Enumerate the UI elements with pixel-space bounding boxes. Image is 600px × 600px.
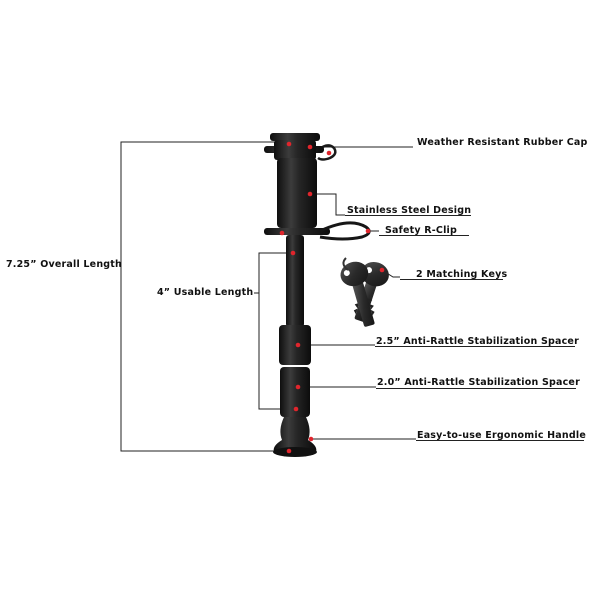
marker-cap-left [286, 141, 292, 147]
callout-markers [279, 141, 385, 454]
label-keys: 2 Matching Keys [416, 269, 508, 280]
marker-cap-right [307, 144, 313, 150]
marker-cap-ring [326, 150, 332, 156]
marker-r-clip-left [279, 230, 285, 236]
label-usable-length: 4” Usable Length [157, 287, 254, 298]
label-r-clip: Safety R-Clip [385, 225, 458, 236]
leader-stainless [310, 193, 345, 216]
underline-spacer-25 [375, 346, 575, 347]
marker-keys [379, 267, 385, 273]
marker-handle-base [286, 448, 292, 454]
label-overall-length: 7.25” Overall Length [6, 259, 122, 270]
marker-handle [308, 436, 314, 442]
marker-stainless [307, 191, 313, 197]
underline-handle [416, 440, 584, 441]
underline-spacer-20 [376, 388, 576, 389]
marker-r-clip-right [365, 228, 371, 234]
marker-spacer-20 [295, 384, 301, 390]
marker-spacer-25 [295, 342, 301, 348]
underline-keys [400, 279, 503, 280]
underline-r-clip [379, 235, 469, 236]
usable-length-bracket [254, 252, 292, 410]
label-stainless: Stainless Steel Design [347, 205, 472, 216]
marker-usable-top [290, 250, 296, 256]
leader-lines [298, 146, 416, 440]
hitch-pin-icon [264, 133, 371, 457]
overall-length-bracket [119, 141, 290, 452]
marker-usable-bottom [293, 406, 299, 412]
label-handle: Easy-to-use Ergonomic Handle [417, 430, 586, 441]
underline-stainless [345, 215, 471, 216]
label-rubber-cap: Weather Resistant Rubber Cap [417, 137, 588, 148]
label-spacer-25: 2.5” Anti-Rattle Stabilization Spacer [376, 336, 579, 347]
label-spacer-20: 2.0” Anti-Rattle Stabilization Spacer [377, 377, 580, 388]
